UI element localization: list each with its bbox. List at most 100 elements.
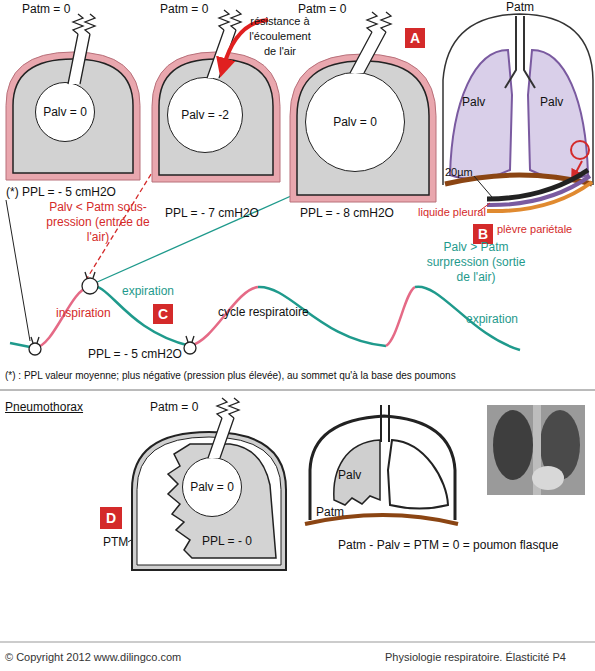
resistance-symbol (219, 10, 229, 30)
resistance-symbol (229, 398, 239, 418)
thorax-dome: PPL = - 7 cmH2OPalv = -2 (150, 50, 282, 184)
pressure-label: PPL = - 5 cmH2O (88, 347, 182, 361)
xray-heart (532, 466, 564, 490)
pressure-label: Palv = 0 (183, 480, 241, 494)
resistance-symbol (381, 12, 391, 32)
pleura-band (132, 432, 286, 570)
xray-lung (493, 410, 533, 480)
part-name: plèvre pariétale (497, 222, 572, 236)
resistance-note: résistance à l'écoulement de l'air (245, 14, 315, 59)
expiration-segment (415, 287, 520, 350)
airway-tube (208, 418, 234, 458)
pressure-label: PPL = - 7 cmH2O (165, 206, 259, 220)
alveolus-glyph (82, 278, 98, 294)
trachea-line (505, 16, 535, 88)
lung-shape (528, 50, 588, 179)
pressure-label: Palv (338, 468, 361, 482)
alveolus-glyph (186, 336, 194, 342)
resistance-symbol (73, 14, 83, 34)
lung-shape (450, 50, 512, 179)
callout-letter: C (153, 304, 173, 324)
pleura-band (152, 52, 280, 182)
airway-tube (350, 32, 386, 73)
resistance-symbol (231, 10, 241, 30)
chest-outline (443, 14, 593, 185)
pressure-label: (*) PPL = - 5 cmH2O (6, 185, 116, 199)
pressure-label: Palv = 0 (36, 105, 94, 119)
pressure-label: PPL = - 0 (202, 534, 252, 548)
callout-letter: D (100, 507, 122, 529)
pleura-band (487, 176, 590, 205)
trachea-line (381, 405, 389, 442)
phase-label: cycle respiratoire (218, 305, 309, 319)
phase-label: inspiration (56, 306, 111, 320)
leader-line (6, 200, 30, 341)
pleura-band (487, 182, 592, 211)
phase-label: expiration (466, 312, 518, 326)
phase-label: expiration (122, 284, 174, 298)
inspiration-segment (386, 287, 415, 346)
breathing-curve (10, 286, 520, 350)
pleural-space (13, 59, 133, 173)
alveolus-glyph (31, 337, 39, 343)
footnote: (*) : PPL valeur moyenne; plus négative … (5, 369, 456, 383)
pressure-label: Patm = 0 (150, 400, 198, 414)
zoom-circle (571, 141, 589, 159)
resistance-symbol (367, 12, 377, 32)
pleural-space (137, 437, 281, 565)
callout-letter-text: C (153, 304, 173, 324)
alveolus-glyph (184, 342, 196, 354)
airway-tubes (68, 10, 391, 458)
pressure-label: Patm (506, 0, 534, 14)
pressure-label: Palv = 0 (306, 115, 404, 129)
pressure-label: PPL = - 8 cmH2O (300, 206, 394, 220)
airway-tube (350, 32, 386, 73)
dimension-label: 20µm (445, 165, 473, 179)
pressure-label: Palv (540, 95, 563, 109)
phase-note: Palv > Patm surpression (sortie de l'air… (424, 240, 528, 285)
alveolus-glyph (85, 272, 95, 278)
pressure-label: Patm = 0 (22, 2, 70, 16)
separator-line (0, 642, 595, 643)
separator-line (0, 390, 595, 391)
alveolus-circle: Palv = 0 (305, 72, 405, 172)
pleural-space (297, 61, 429, 195)
pressure-label: Palv (462, 95, 485, 109)
resistance-symbol (217, 398, 227, 418)
pressure-label: Patm (316, 505, 344, 519)
chest-outline (310, 416, 455, 520)
callout-letter-text: A (405, 28, 425, 48)
alveolus-circle: Palv = 0 (35, 82, 95, 142)
xray-image (487, 405, 585, 495)
pneumothorax-dome: PPL = - 0 Palv = 0 (130, 430, 288, 572)
callout-letter-text: D (100, 507, 122, 529)
page-footer: Physiologie respiratoire. Élasticité P4 (385, 650, 566, 664)
airway-tube (68, 34, 90, 84)
equation-note: Patm - Palv = PTM = 0 = poumon flasque (338, 538, 558, 552)
pleura-band (290, 54, 436, 202)
airflow-arrow (223, 20, 268, 68)
alveolus-circle: Palv = 0 (182, 457, 242, 517)
airway-tube (68, 34, 90, 84)
pressure-label: Patm = 0 (160, 2, 208, 16)
part-name: liquide pleural (418, 205, 486, 219)
pleura-band (6, 52, 140, 180)
copyright-note: © Copyright 2012 www.dilingco.com (5, 650, 181, 664)
pressure-label: Palv = -2 (168, 108, 242, 122)
alveolus-glyphs (29, 272, 196, 355)
alveolus-glyph (29, 343, 41, 355)
airway-tube (208, 418, 234, 458)
collapsed-lung (168, 444, 276, 558)
airway-tube (207, 30, 236, 78)
pressure-label: PTM (103, 535, 128, 549)
alveolus-circle: Palv = -2 (167, 77, 243, 153)
resistance-symbol (85, 14, 95, 34)
pressure-label: Patm = 0 (298, 2, 346, 16)
pleural-space (159, 59, 273, 175)
section-heading: Pneumothorax (5, 400, 83, 414)
phase-note: Palv < Patm sous-pression (entrée de l'a… (46, 200, 150, 245)
lung-shape (388, 440, 448, 509)
